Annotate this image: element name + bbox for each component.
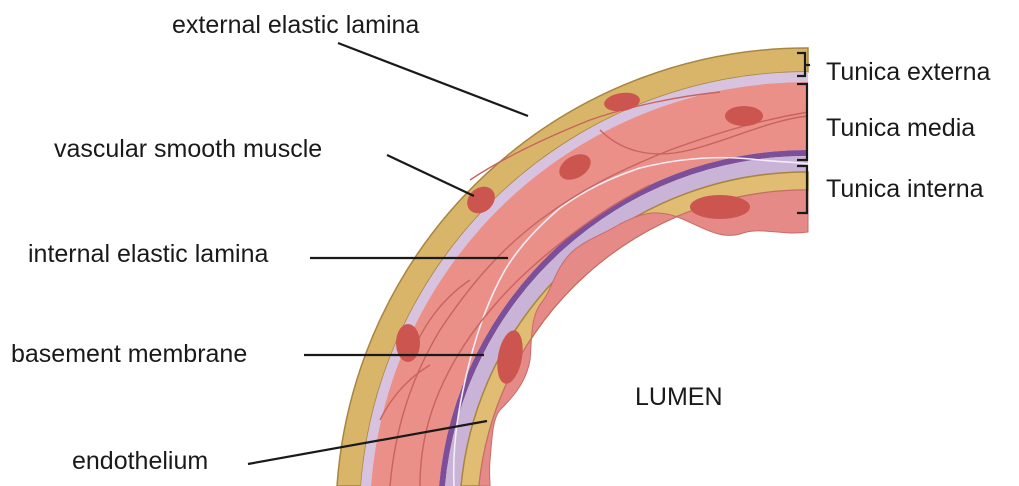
- label-lumen: LUMEN: [635, 383, 723, 411]
- leader-external-elastic-lamina: [338, 43, 528, 116]
- right-labels: Tunica externa Tunica media Tunica inter…: [797, 53, 991, 213]
- leader-vascular-smooth-muscle: [387, 155, 474, 196]
- label-external-elastic-lamina: external elastic lamina: [172, 11, 419, 39]
- nucleus: [690, 195, 750, 219]
- label-internal-elastic-lamina: internal elastic lamina: [28, 240, 268, 268]
- label-tunica-media: Tunica media: [826, 114, 975, 142]
- label-vascular-smooth-muscle: vascular smooth muscle: [54, 135, 322, 163]
- nucleus: [396, 324, 420, 362]
- label-tunica-externa: Tunica externa: [826, 58, 991, 86]
- label-basement-membrane: basement membrane: [11, 340, 247, 368]
- label-endothelium: endothelium: [72, 447, 208, 475]
- nucleus: [725, 106, 763, 126]
- label-tunica-interna: Tunica interna: [826, 175, 984, 203]
